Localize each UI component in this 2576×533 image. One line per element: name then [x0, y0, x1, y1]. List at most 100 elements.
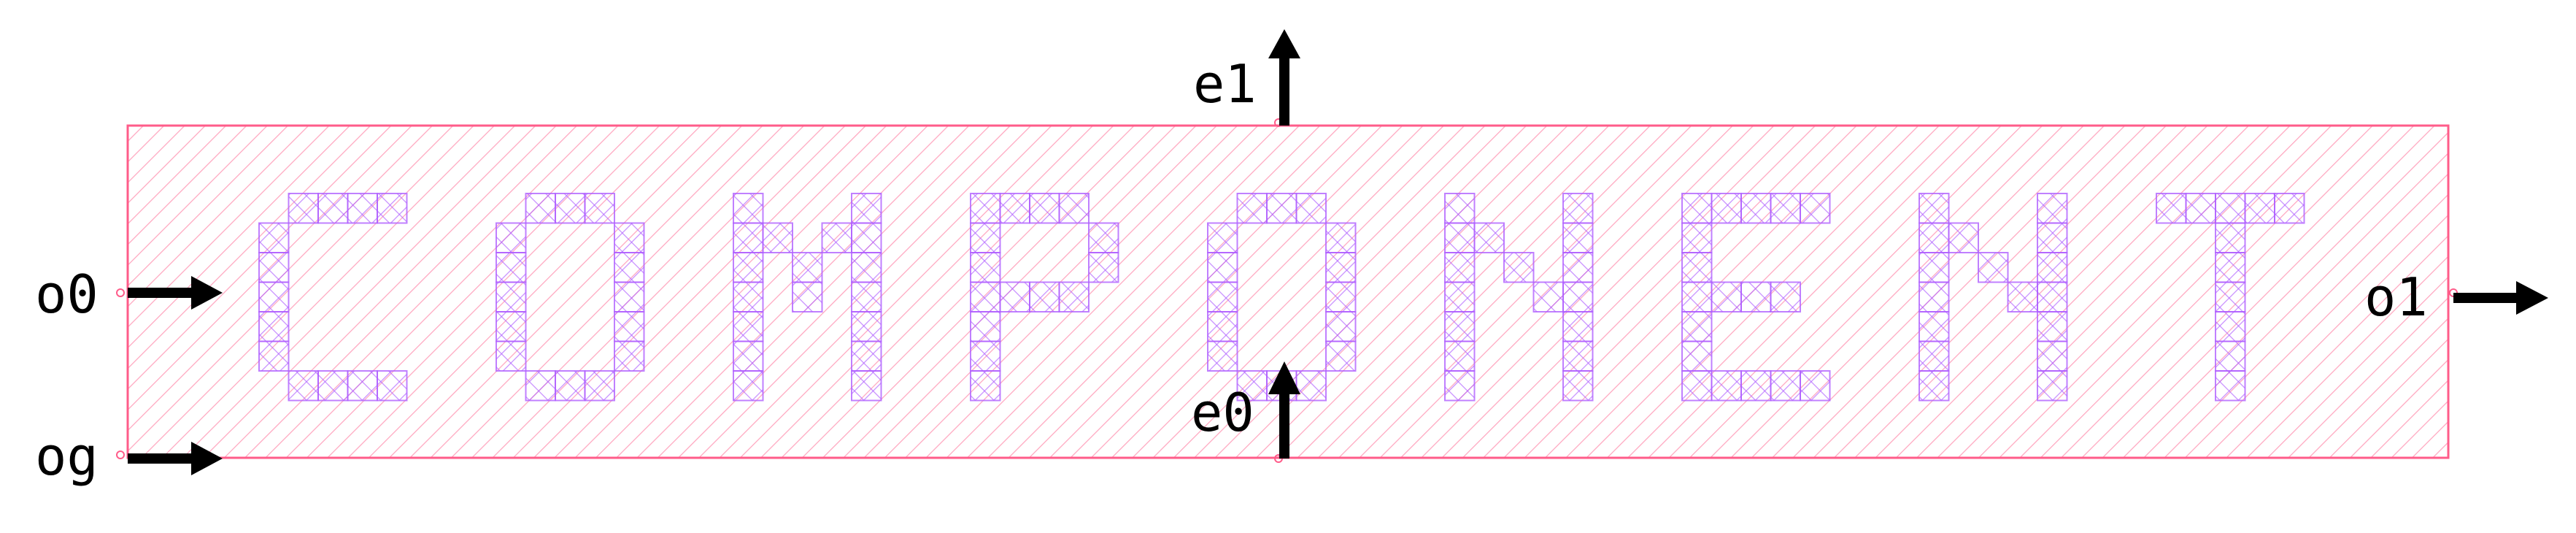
- glyph-cell: [614, 311, 645, 342]
- glyph-cell: [1503, 252, 1535, 283]
- glyph-cell: [1325, 311, 1357, 342]
- glyph-cell: [733, 252, 764, 283]
- glyph-cell: [584, 370, 615, 402]
- glyph-cell: [821, 222, 852, 253]
- glyph-cell: [2274, 193, 2305, 224]
- glyph-cell: [2007, 281, 2038, 312]
- glyph-cell: [1444, 252, 1476, 283]
- glyph-cell: [347, 370, 378, 402]
- port-arrow-e1: [1268, 29, 1300, 126]
- glyph-cell: [1562, 311, 1594, 342]
- glyph-cell: [555, 370, 586, 402]
- glyph-cell: [851, 281, 882, 312]
- glyph-cell: [317, 193, 349, 224]
- glyph-cell: [2215, 311, 2246, 342]
- glyph-cell: [1918, 222, 1950, 253]
- glyph-cell: [2215, 193, 2246, 224]
- port-marker-o0: [116, 288, 125, 297]
- glyph-cell: [525, 193, 556, 224]
- glyph-cell: [525, 370, 556, 402]
- glyph-e-6: [1681, 193, 1831, 402]
- glyph-cell: [1029, 193, 1060, 224]
- glyph-cell: [792, 252, 823, 283]
- glyph-cell: [851, 252, 882, 283]
- glyph-cell: [288, 193, 319, 224]
- glyph-cell: [1918, 281, 1950, 312]
- glyph-cell: [495, 340, 527, 372]
- glyph-cell: [1681, 311, 1713, 342]
- glyph-cell: [1207, 340, 1238, 372]
- glyph-cell: [1325, 252, 1357, 283]
- glyph-cell: [1562, 193, 1594, 224]
- glyph-cell: [851, 222, 882, 253]
- glyph-cell: [1058, 193, 1090, 224]
- glyph-cell: [1770, 193, 1801, 224]
- glyph-cell: [1681, 252, 1713, 283]
- glyph-cell: [1473, 222, 1505, 253]
- glyph-cell: [1918, 370, 1950, 402]
- glyph-cell: [1444, 340, 1476, 372]
- glyph-cell: [1740, 370, 1772, 402]
- glyph-cell: [495, 281, 527, 312]
- glyph-cell: [1711, 281, 1742, 312]
- glyph-cell: [851, 193, 882, 224]
- glyph-cell: [614, 222, 645, 253]
- glyph-cell: [614, 252, 645, 283]
- glyph-cell: [1029, 281, 1060, 312]
- port-marker-og: [116, 450, 125, 459]
- port-arrow-e0: [1268, 361, 1300, 459]
- glyph-cell: [2215, 370, 2246, 402]
- glyph-cell: [970, 222, 1001, 253]
- glyph-cell: [733, 281, 764, 312]
- glyph-cell: [258, 281, 290, 312]
- glyph-cell: [1236, 193, 1268, 224]
- glyph-cell: [1740, 193, 1772, 224]
- glyph-cell: [1948, 222, 1979, 253]
- glyph-cell: [2215, 281, 2246, 312]
- port-label-o0: o0: [35, 264, 99, 325]
- glyph-cell: [1295, 370, 1327, 402]
- glyph-cell: [1325, 340, 1357, 372]
- glyph-cell: [1562, 222, 1594, 253]
- glyph-cell: [999, 193, 1030, 224]
- glyph-cell: [1800, 370, 1831, 402]
- glyph-cell: [1978, 252, 2009, 283]
- glyph-cell: [495, 311, 527, 342]
- port-label-e1: e1: [1193, 53, 1257, 115]
- glyph-t-8: [2156, 193, 2305, 402]
- glyph-cell: [1918, 252, 1950, 283]
- glyph-cell: [1058, 281, 1090, 312]
- glyph-cell: [1918, 340, 1950, 372]
- glyph-cell: [970, 193, 1001, 224]
- component-name-glyphs: [258, 193, 2305, 402]
- glyph-cell: [1681, 281, 1713, 312]
- glyph-cell: [1681, 193, 1713, 224]
- glyph-cell: [1088, 252, 1119, 283]
- glyph-cell: [2244, 193, 2275, 224]
- glyph-cell: [1088, 222, 1119, 253]
- glyph-cell: [733, 193, 764, 224]
- glyph-cell: [377, 193, 408, 224]
- glyph-cell: [970, 252, 1001, 283]
- port-label-e0: e0: [1191, 382, 1254, 443]
- glyph-cell: [1562, 370, 1594, 402]
- glyph-cell: [555, 193, 586, 224]
- glyph-p-3: [970, 193, 1119, 402]
- port-arrow-o1: [2453, 281, 2548, 315]
- glyph-c-0: [258, 193, 408, 402]
- glyph-cell: [970, 311, 1001, 342]
- glyph-cell: [1444, 281, 1476, 312]
- port-arrow-o0: [128, 276, 223, 310]
- glyph-cell: [1295, 193, 1327, 224]
- glyph-cell: [1207, 281, 1238, 312]
- glyph-cell: [258, 340, 290, 372]
- glyph-cell: [377, 370, 408, 402]
- glyph-cell: [2037, 311, 2068, 342]
- glyph-cell: [2215, 340, 2246, 372]
- glyph-cell: [2037, 340, 2068, 372]
- glyph-cell: [1681, 370, 1713, 402]
- glyph-cell: [1444, 222, 1476, 253]
- glyph-cell: [762, 222, 793, 253]
